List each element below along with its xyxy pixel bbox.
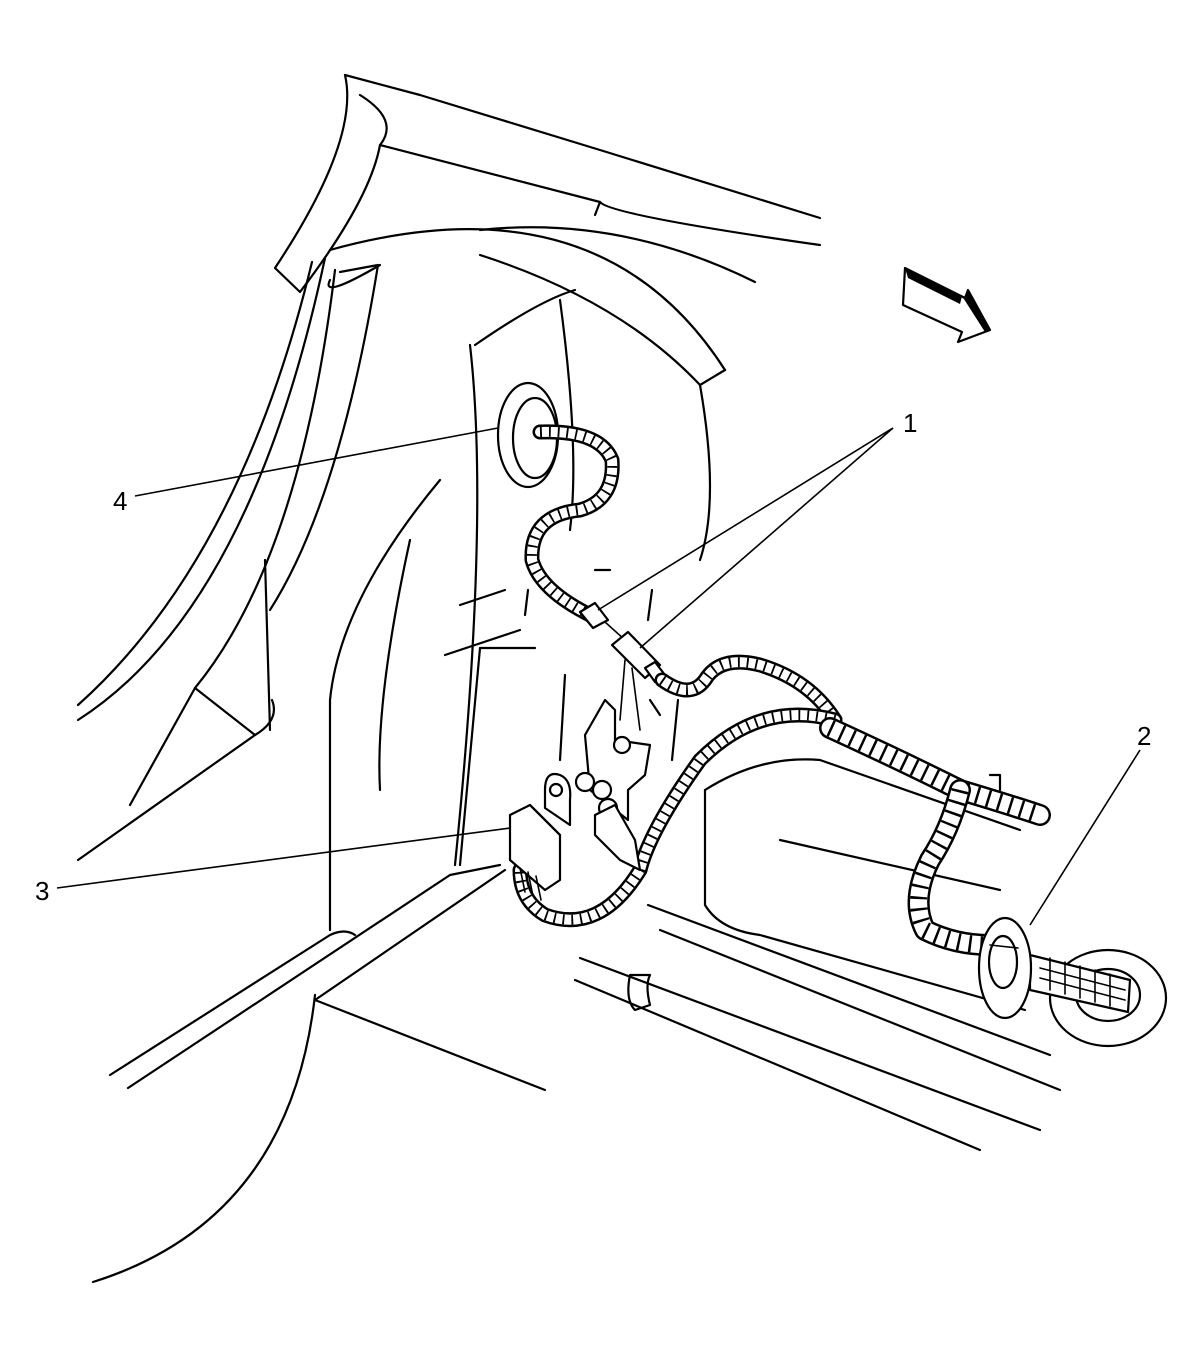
module-bracket (508, 698, 652, 901)
callout-1: 1 (903, 408, 917, 438)
main-wire-harness (512, 654, 1051, 956)
callout-labels: 1 2 3 4 (35, 408, 1151, 906)
callout-2: 2 (1137, 721, 1151, 751)
lower-grommet (977, 916, 1168, 1048)
front-direction-arrow-icon (901, 266, 992, 344)
body-panel-outline (76, 73, 1062, 1284)
harness-connector (578, 601, 667, 731)
callout-3: 3 (35, 876, 49, 906)
callout-leaders (56, 427, 1141, 926)
upper-wire-harness (524, 424, 620, 623)
callout-4: 4 (113, 486, 127, 516)
